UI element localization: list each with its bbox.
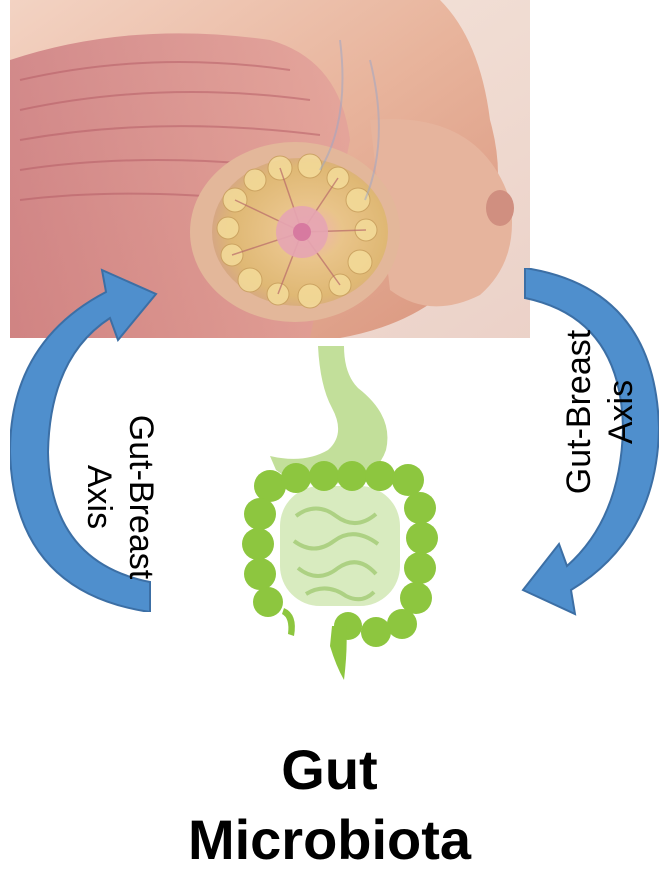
gut-microbiota-title: Gut Microbiota — [0, 735, 659, 875]
title-line2: Microbiota — [0, 805, 659, 875]
right-label-line2: Axis — [600, 287, 642, 537]
right-axis-label: Gut-Breast Axis — [558, 287, 642, 537]
left-label-line2: Axis — [78, 372, 120, 622]
right-label-line1: Gut-Breast — [558, 287, 600, 537]
left-label-line1: Gut-Breast — [120, 372, 162, 622]
title-line1: Gut — [0, 735, 659, 805]
left-axis-label: Gut-Breast Axis — [78, 372, 162, 622]
gut-intestine-illustration — [236, 346, 446, 680]
